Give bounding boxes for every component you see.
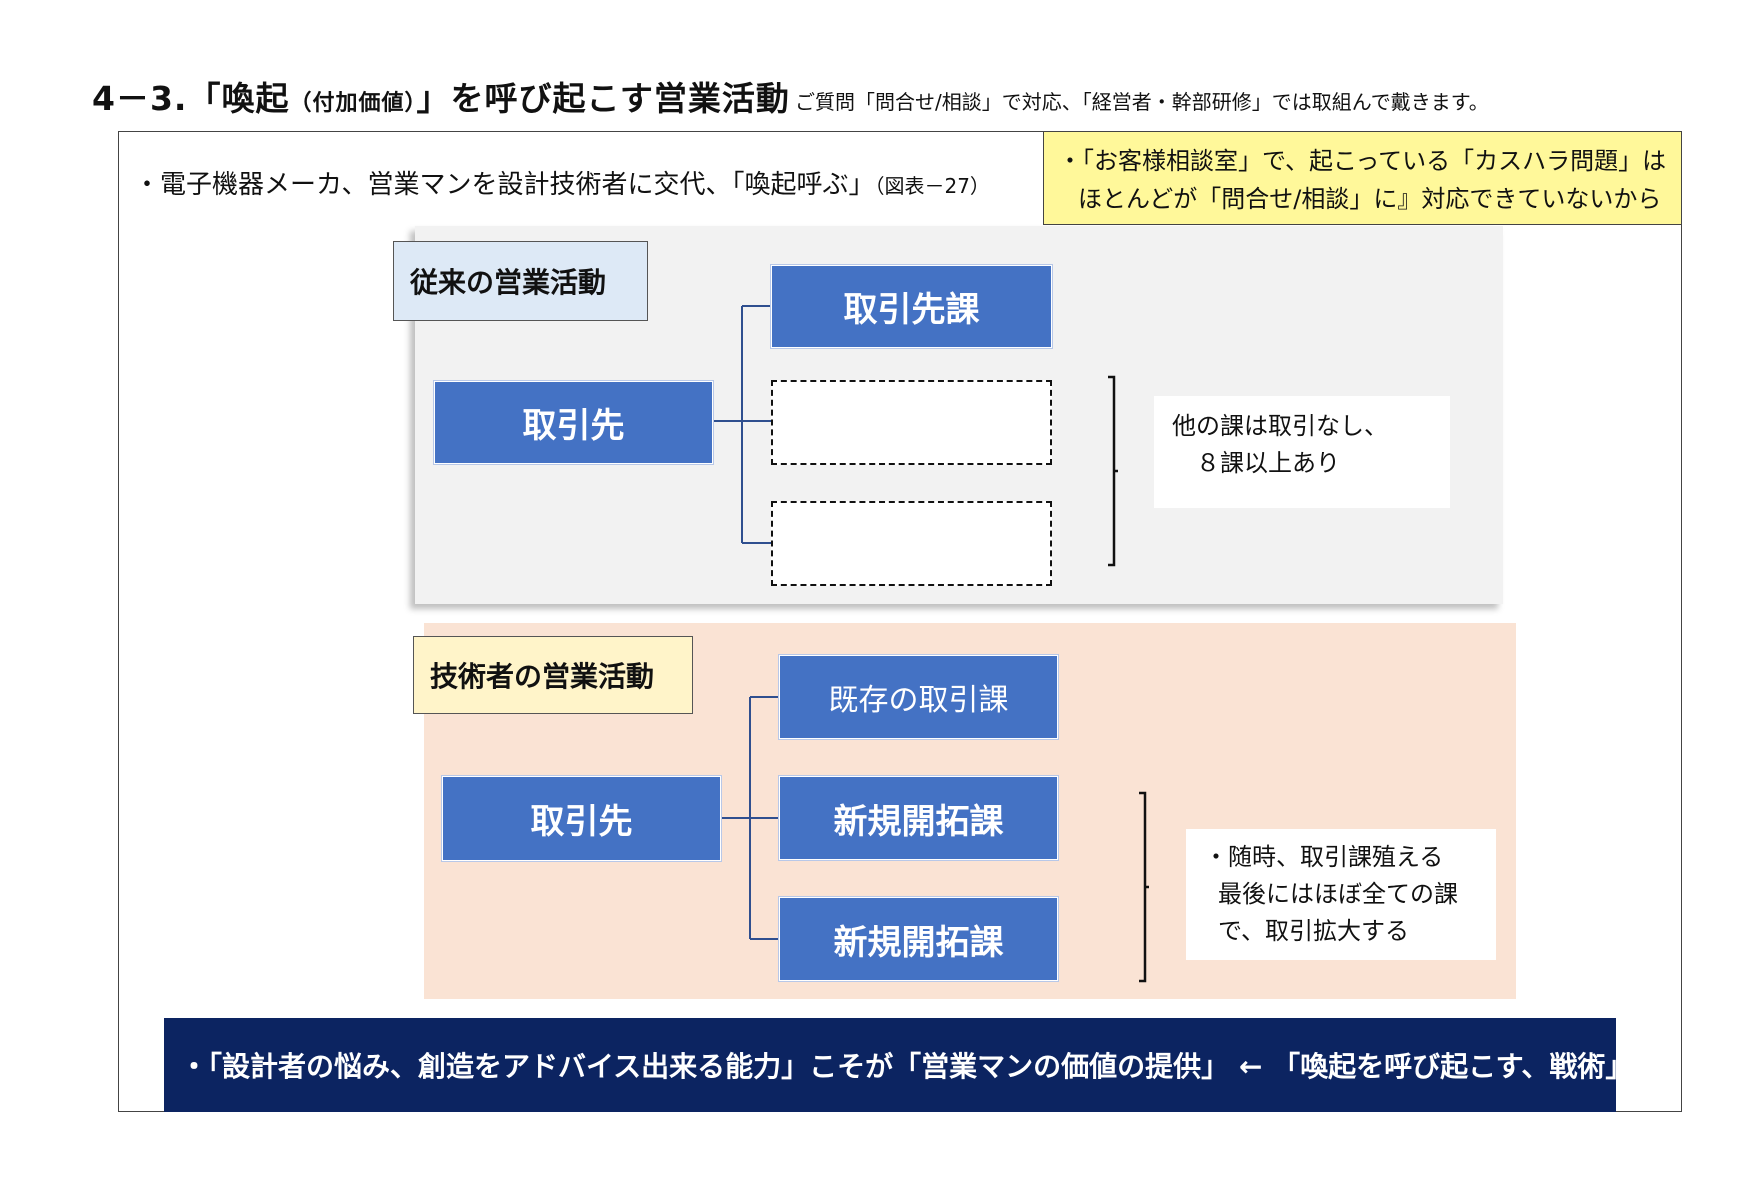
intro-bullet: ・電子機器メーカ、営業マンを設計技術者に交代、「喚起呼ぶ」（図表－27） [134,164,990,201]
traditional-note: 他の課は取引なし、 ８課以上あり [1154,396,1450,508]
page-title: 4－3.「喚起（付加価値）」を呼び起こす営業活動 [92,72,790,120]
traditional-empty-dept-box-1 [771,380,1052,465]
traditional-existing-dept-box: 取引先課 [770,264,1053,349]
yellow-note-line-2: ほとんどが「問合せ/相談」に』対応できていないから [1078,185,1662,213]
engineer-sales-label: 技術者の営業活動 [413,636,693,714]
title-main-b: 」を呼び起こす営業活動 [416,79,790,118]
figure-reference: （図表－27） [874,174,990,198]
engineer-new-dept-box-1: 新規開拓課 [778,775,1059,861]
traditional-client-box: 取引先 [433,380,714,465]
traditional-empty-dept-box-2 [771,501,1052,586]
value-proposition-banner: ・「設計者の悩み、創造をアドバイス出来る能力」こそが「営業マンの価値の提供」 ←… [164,1018,1633,1112]
traditional-sales-label: 従来の営業活動 [393,241,648,321]
engineer-note-line-2: 最後にはほぼ全ての課 [1218,880,1458,908]
page-subtitle: ご質問「問合せ/相談」で対応、「経営者・幹部研修」では取組んで戴きます。 [795,90,1489,114]
traditional-note-line-2: ８課以上あり [1196,449,1340,477]
engineer-existing-dept-box: 既存の取引課 [778,654,1059,740]
customer-harassment-note: ・「お客様相談室」で、起こっている「カスハラ問題」は ほとんどが「問合せ/相談」… [1043,131,1682,225]
traditional-note-line-1: 他の課は取引なし、 [1172,412,1388,440]
intro-bullet-text: ・電子機器メーカ、営業マンを設計技術者に交代、「喚起呼ぶ」 [134,170,875,200]
engineer-new-dept-box-2: 新規開拓課 [778,896,1059,982]
engineer-note-line-1: ・随時、取引課殖える [1204,843,1444,871]
engineer-client-box: 取引先 [441,775,722,862]
yellow-note-line-1: ・「お客様相談室」で、起こっている「カスハラ問題」は [1058,147,1667,175]
title-main-a: 4－3.「喚起 [92,79,290,118]
title-small: （付加価値） [289,91,417,116]
engineer-note: ・随時、取引課殖える 最後にはほぼ全ての課 で、取引拡大する [1186,829,1496,960]
engineer-note-line-3: で、取引拡大する [1218,917,1410,945]
